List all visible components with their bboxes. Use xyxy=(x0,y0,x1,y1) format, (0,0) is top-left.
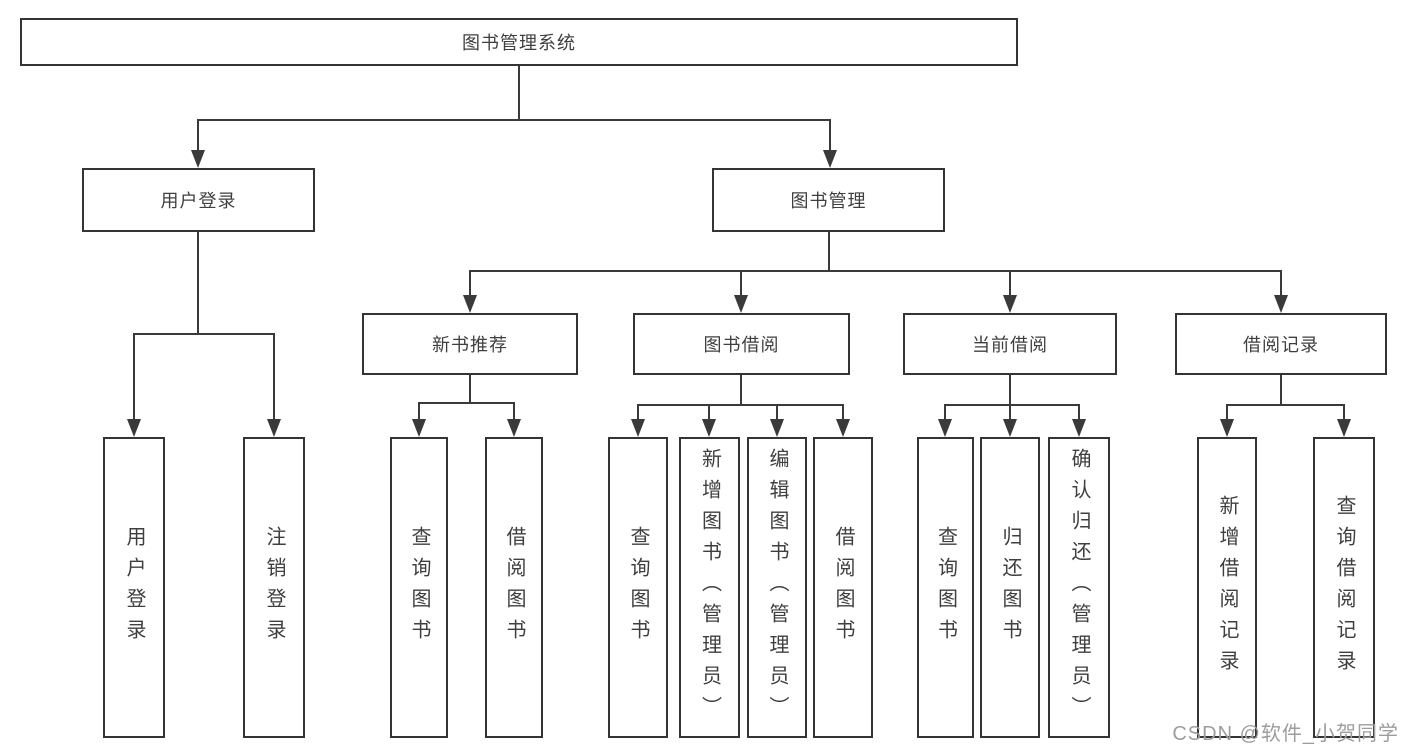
connector-line xyxy=(708,404,710,419)
connector-line xyxy=(469,270,471,295)
arrow-down-icon xyxy=(1072,419,1086,437)
connector-line xyxy=(518,66,520,119)
node-user-login: 用户登录 xyxy=(82,168,315,232)
leaf-logout: 注销登录 xyxy=(243,437,305,738)
leaf-label: 新增图书（管理员） xyxy=(698,448,721,727)
leaf-add-borrow-record: 新增借阅记录 xyxy=(1197,437,1257,738)
leaf-label: 用户登录 xyxy=(123,525,145,650)
leaf-query-books-recommend: 查询图书 xyxy=(390,437,448,738)
leaf-label: 借阅图书 xyxy=(832,525,854,650)
arrow-down-icon xyxy=(412,419,426,437)
connector-line xyxy=(740,375,742,406)
leaf-label: 归还图书 xyxy=(999,525,1021,650)
connector-line xyxy=(828,232,830,272)
connector-line xyxy=(133,333,135,419)
connector-line xyxy=(1009,375,1011,406)
arrow-down-icon xyxy=(1274,295,1288,313)
arrow-down-icon xyxy=(836,419,850,437)
leaf-label: 编辑图书（管理员） xyxy=(766,448,788,727)
connector-line xyxy=(637,404,639,419)
arrow-down-icon xyxy=(191,150,205,168)
arrow-down-icon xyxy=(1337,419,1351,437)
node-book-borrowing-label: 图书借阅 xyxy=(703,335,780,355)
connector-line xyxy=(776,404,778,419)
node-current-borrowing-label: 当前借阅 xyxy=(972,335,1048,355)
connector-line xyxy=(469,375,471,404)
arrow-down-icon xyxy=(507,419,521,437)
arrow-down-icon xyxy=(267,419,281,437)
connector-line xyxy=(1009,270,1011,295)
arrow-down-icon xyxy=(734,295,748,313)
connector-line xyxy=(944,404,1080,406)
leaf-label: 确认归还（管理员） xyxy=(1068,448,1090,727)
leaf-edit-books-admin: 编辑图书（管理员） xyxy=(747,437,807,738)
connector-line xyxy=(273,333,275,419)
connector-line xyxy=(1343,404,1345,419)
connector-line xyxy=(1226,404,1228,419)
arrow-down-icon xyxy=(127,419,141,437)
leaf-borrow-books: 借阅图书 xyxy=(813,437,873,738)
leaf-label: 注销登录 xyxy=(263,525,285,650)
leaf-query-borrow-record: 查询借阅记录 xyxy=(1313,437,1375,738)
leaf-user-login: 用户登录 xyxy=(103,437,165,738)
csdn-watermark: CSDN @软件_小贺同学 xyxy=(1172,723,1399,745)
connector-line xyxy=(133,333,274,335)
arrow-down-icon xyxy=(770,419,784,437)
leaf-label: 查询图书 xyxy=(934,525,957,650)
connector-line xyxy=(829,119,831,152)
node-new-book-recommend: 新书推荐 xyxy=(362,313,578,375)
connector-line xyxy=(842,404,844,419)
connector-line xyxy=(513,402,515,419)
connector-line xyxy=(1009,404,1011,419)
node-root-label: 图书管理系统 xyxy=(462,33,576,53)
arrow-down-icon xyxy=(702,419,716,437)
connector-line xyxy=(418,402,515,404)
connector-line xyxy=(740,270,742,295)
leaf-return-books: 归还图书 xyxy=(980,437,1040,738)
node-current-borrowing: 当前借阅 xyxy=(903,313,1117,375)
connector-line xyxy=(418,402,420,419)
arrow-down-icon xyxy=(631,419,645,437)
leaf-confirm-return-admin: 确认归还（管理员） xyxy=(1048,437,1110,738)
connector-line xyxy=(944,404,946,419)
connector-line xyxy=(1280,270,1282,295)
connector-line xyxy=(469,270,1281,272)
arrow-down-icon xyxy=(1003,419,1017,437)
arrow-down-icon xyxy=(938,419,952,437)
connector-line xyxy=(1078,404,1080,419)
node-borrowing-records-label: 借阅记录 xyxy=(1243,335,1319,355)
leaf-borrow-books-recommend: 借阅图书 xyxy=(485,437,543,738)
leaf-label: 查询图书 xyxy=(627,525,649,650)
arrow-down-icon xyxy=(463,295,477,313)
connector-line xyxy=(1226,404,1345,406)
leaf-label: 新增借阅记录 xyxy=(1216,494,1238,681)
connector-line xyxy=(197,119,199,152)
node-book-management: 图书管理 xyxy=(712,168,945,232)
node-user-login-label: 用户登录 xyxy=(160,191,237,211)
node-borrowing-records: 借阅记录 xyxy=(1175,313,1387,375)
arrow-down-icon xyxy=(1003,295,1017,313)
leaf-label: 查询借阅记录 xyxy=(1333,494,1355,681)
arrow-down-icon xyxy=(1220,419,1234,437)
connector-line xyxy=(197,232,199,335)
connector-line xyxy=(197,119,831,121)
arrow-down-icon xyxy=(823,150,837,168)
leaf-label: 查询图书 xyxy=(408,525,430,650)
leaf-query-books-borrowing: 查询图书 xyxy=(608,437,668,738)
node-new-book-recommend-label: 新书推荐 xyxy=(432,335,508,355)
node-book-borrowing: 图书借阅 xyxy=(633,313,850,375)
connector-line xyxy=(637,404,844,406)
leaf-query-books-current: 查询图书 xyxy=(917,437,974,738)
connector-line xyxy=(1280,375,1282,406)
node-root: 图书管理系统 xyxy=(20,18,1018,66)
leaf-label: 借阅图书 xyxy=(503,525,525,650)
leaf-add-books-admin: 新增图书（管理员） xyxy=(679,437,740,738)
node-book-management-label: 图书管理 xyxy=(790,191,867,211)
